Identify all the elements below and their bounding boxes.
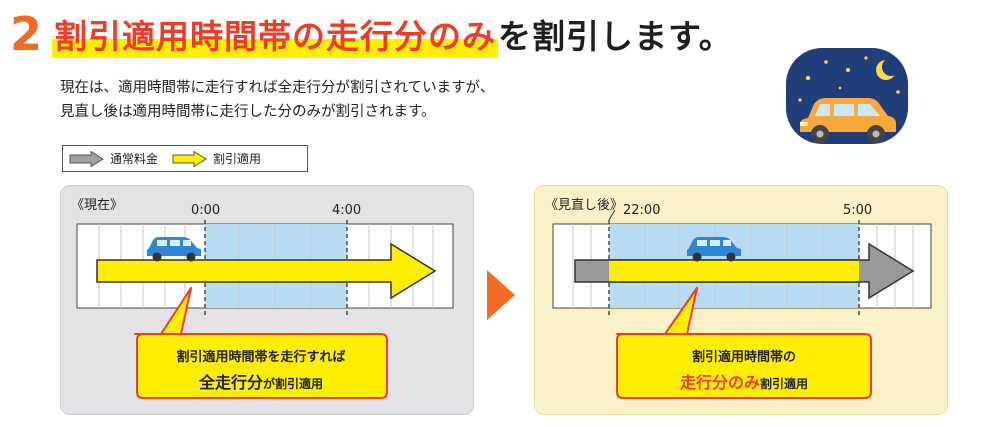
description-line-1: 現在は、適用時間帯に走行すれば全走行分が割引されていますが、 xyxy=(60,80,495,96)
yellow-arrow-icon xyxy=(172,150,207,167)
section-heading: 2 割引適用時間帯の走行分のみ を割引します。 xyxy=(10,6,733,62)
current-callout: 割引適用時間帯を走行すれば 全走行分が割引適用 xyxy=(137,346,385,393)
next-arrow-icon xyxy=(485,268,517,326)
gray-arrow-icon xyxy=(69,150,104,167)
after-timeline xyxy=(552,209,932,399)
current-callout-line2: 全走行分が割引適用 xyxy=(137,369,385,393)
after-callout-tail: 割引適用 xyxy=(760,377,809,391)
after-callout-line2: 走行分のみ割引適用 xyxy=(620,369,868,393)
car-icon xyxy=(687,237,741,262)
headline-highlight: 割引適用時間帯の走行分のみ xyxy=(52,10,499,58)
current-timeline xyxy=(76,220,454,399)
current-callout-mid: が xyxy=(262,377,275,391)
after-end-time: 5:00 xyxy=(843,203,873,218)
legend: 通常料金 割引適用 xyxy=(62,145,308,172)
current-panel-label: 《現在》 xyxy=(71,198,124,213)
legend-discount: 割引適用 xyxy=(172,150,261,167)
legend-normal: 通常料金 xyxy=(69,150,158,167)
after-start-time: 22:00 xyxy=(623,203,661,218)
after-callout-red: 走行分のみ xyxy=(679,373,760,392)
current-end-time: 4:00 xyxy=(332,203,362,218)
description-line-2: 見直し後は適用時間帯に走行した分のみが割引されます。 xyxy=(60,104,436,120)
description: 現在は、適用時間帯に走行すれば全走行分が割引されていますが、 見直し後は適用時間… xyxy=(60,76,494,124)
current-callout-bold: 全走行分 xyxy=(198,373,263,392)
legend-normal-label: 通常料金 xyxy=(110,152,159,166)
current-callout-tail: 割引適用 xyxy=(275,377,324,391)
after-callout: 割引適用時間帯の 走行分のみ割引適用 xyxy=(620,346,868,393)
car-icon xyxy=(147,237,201,262)
night-car-illustration xyxy=(786,48,908,152)
current-callout-line1: 割引適用時間帯を走行すれば xyxy=(176,350,346,365)
after-panel-label: 《見直し後》 xyxy=(545,198,624,213)
headline-rest: を割引します。 xyxy=(498,17,733,56)
after-panel: 《見直し後》 22:00 5:00 割引適用時間帯の xyxy=(534,185,948,415)
section-number: 2 xyxy=(10,7,43,61)
current-panel: 《現在》 0:00 4:00 割引適用時間帯を走行すれば 全走行分が割引適用 xyxy=(60,185,474,415)
after-callout-line1: 割引適用時間帯の xyxy=(691,350,796,365)
current-start-time: 0:00 xyxy=(191,203,221,218)
legend-discount-label: 割引適用 xyxy=(213,152,262,166)
